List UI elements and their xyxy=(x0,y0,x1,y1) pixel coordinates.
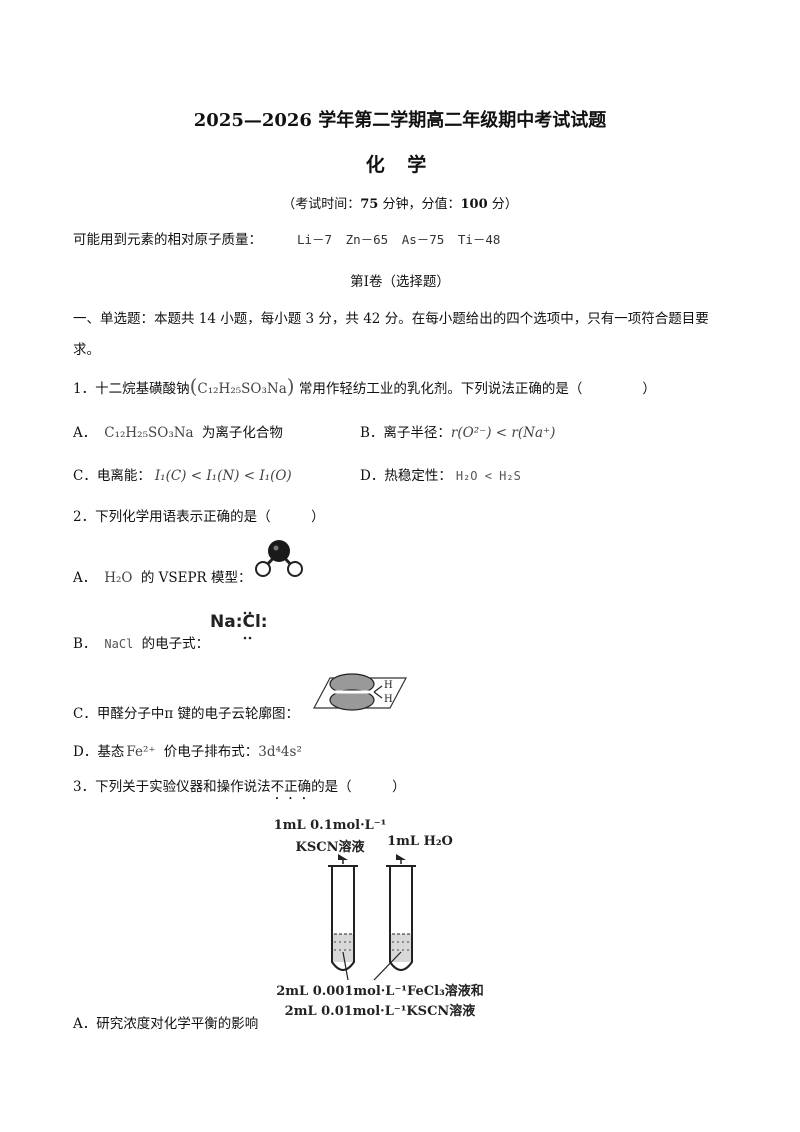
q3-test-tubes-figure xyxy=(328,854,416,981)
question-3-stem: 3．下列关于实验仪器和操作说法不正确的是（ ） xyxy=(73,775,406,803)
exam-info-mid: 分钟，分值： xyxy=(378,197,461,212)
q1-option-a-label: A． xyxy=(73,425,97,441)
h-label-lower: H xyxy=(384,694,393,705)
q1-stem-part-a: 1．十二烷基磺酸钠 xyxy=(73,381,190,397)
oxygen-highlight xyxy=(273,545,279,551)
exam-info: （考试时间：75 分钟，分值：100 分） xyxy=(0,193,800,212)
exam-time: 75 xyxy=(360,197,379,212)
q1-option-a-formula: C₁₂H₂₅SO₃Na xyxy=(104,425,194,441)
q2-option-b-label: B． xyxy=(73,636,97,652)
question-2-stem: 2．下列化学用语表示正确的是（ ） xyxy=(73,509,325,525)
q1-option-d[interactable]: D．热稳定性：H₂O < H₂S xyxy=(360,464,521,484)
q3-left-reagent-label-1: 1mL 0.1mol·L⁻¹ xyxy=(273,818,387,833)
q2-option-c[interactable]: C．甲醛分子中π 键的电子云轮廓图： xyxy=(73,706,299,722)
q1-option-a-text: 为离子化合物 xyxy=(201,425,283,441)
q2-option-b-formula: NaCl xyxy=(104,637,134,651)
q1-option-d-label: D．热稳定性： xyxy=(360,468,452,484)
q3-right-reagent-label: 1mL H₂O xyxy=(387,834,453,849)
section-instructions: 一、单选题：本题共 14 小题，每小题 3 分，共 42 分。在每小题给出的四个… xyxy=(73,311,709,358)
q3-stem-part-b: 的是（ ） xyxy=(311,779,406,795)
hydrogen-atom-right xyxy=(287,561,303,577)
nacl-electron-formula: Na:Cl: xyxy=(210,612,268,632)
q1-option-b-expr: r(O²⁻) < r(Na⁺) xyxy=(450,425,556,441)
q2-option-d-label: D．基态 xyxy=(73,744,125,760)
q3-stem-emphasis: 不正确 xyxy=(270,779,312,795)
hydrogen-atom-left xyxy=(255,561,271,577)
test-tube-left xyxy=(328,865,358,971)
q1-formula: C₁₂H₂₅SO₃Na xyxy=(197,381,287,397)
q2-option-b-text: 的电子式： xyxy=(141,636,210,652)
q2-option-a-formula: H₂O xyxy=(104,570,133,586)
test-tube-right xyxy=(386,865,416,971)
q1-stem-part-c: ） xyxy=(642,381,656,397)
q3-bottom-solution-label-1: 2mL 0.001mol·L⁻¹FeCl₃溶液和 xyxy=(276,984,484,999)
q2-option-d-ion: Fe²⁺ xyxy=(126,744,156,760)
q3-left-reagent-label-2: KSCN溶液 xyxy=(295,840,365,855)
q1-option-c-label: C．电离能： xyxy=(73,468,151,484)
exam-score: 100 xyxy=(460,197,488,212)
question-1-stem: 1．十二烷基磺酸钠(C₁₂H₂₅SO₃Na) 常用作轻纺工业的乳化剂。下列说法正… xyxy=(73,374,656,398)
q1-option-a[interactable]: A． C₁₂H₂₅SO₃Na 为离子化合物 xyxy=(73,421,283,441)
q2-option-d-config: 3d⁴4s² xyxy=(258,744,302,760)
q1-option-c[interactable]: C．电离能：I₁(C) < I₁(N) < I₁(O) xyxy=(73,464,292,484)
q2-option-a[interactable]: A． H₂O 的 VSEPR 模型： xyxy=(73,566,252,586)
q1-paren-left: ( xyxy=(189,374,198,398)
q1-paren-right: ) xyxy=(286,374,295,398)
h-label-upper: H xyxy=(384,680,393,691)
q2-option-a-text: 的 VSEPR 模型： xyxy=(140,570,252,586)
q1-option-b-label: B．离子半径： xyxy=(360,425,451,441)
q1-option-d-expr: H₂O < H₂S xyxy=(455,469,521,483)
atomic-mass-values: Li－7 Zn－65 As－75 Ti－48 xyxy=(297,232,501,247)
subject-title: 化 学 xyxy=(365,154,435,176)
q2-option-d-text: 价电子排布式： xyxy=(163,744,259,760)
q2-option-a-label: A． xyxy=(73,570,97,586)
section-title: 第Ⅰ卷（选择题） xyxy=(350,274,450,290)
pi-cloud-lower xyxy=(329,689,375,711)
formaldehyde-pi-bond-cloud-figure: H H xyxy=(313,673,407,711)
q1-option-c-expr: I₁(C) < I₁(N) < I₁(O) xyxy=(154,468,292,484)
q3-option-a[interactable]: A．研究浓度对化学平衡的影响 xyxy=(73,1016,259,1032)
q3-bottom-solution-label-2: 2mL 0.01mol·L⁻¹KSCN溶液 xyxy=(284,1004,476,1019)
q2-option-b[interactable]: B． NaCl 的电子式： xyxy=(73,632,209,652)
atomic-mass-label: 可能用到元素的相对原子质量： xyxy=(73,232,262,248)
q1-option-b[interactable]: B．离子半径：r(O²⁻) < r(Na⁺) xyxy=(360,421,555,441)
q3-stem-part-a: 3．下列关于实验仪器和操作说法 xyxy=(73,779,271,795)
chlorine-lone-pair-dots xyxy=(243,611,252,640)
exam-title: 2025—2026 学年第二学期高二年级期中考试试题 xyxy=(193,110,607,131)
exam-info-prefix: （考试时间： xyxy=(282,197,361,212)
exam-info-suffix: 分） xyxy=(487,197,518,212)
water-vsepr-model-figure xyxy=(255,540,303,577)
q1-stem-part-b: 常用作轻纺工业的乳化剂。下列说法正确的是（ xyxy=(298,381,583,397)
oxygen-atom xyxy=(268,540,290,562)
